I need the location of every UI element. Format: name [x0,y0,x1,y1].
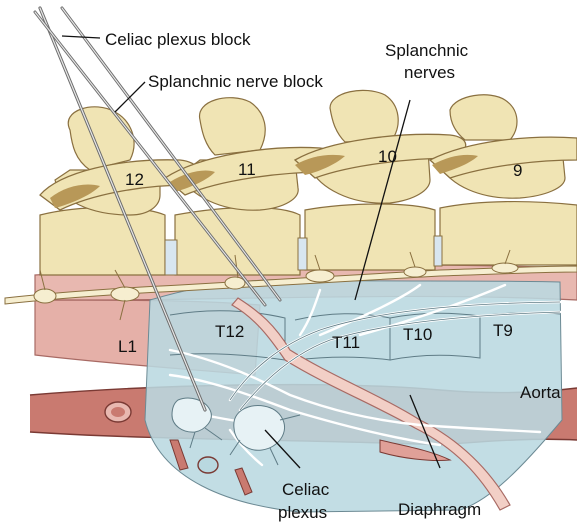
splanchnic-nerve-block-label: Splanchnic nerve block [148,72,323,91]
celiac-plexus-block-label: Celiac plexus block [105,30,251,49]
splanchnic-nerves-label-line2: nerves [404,63,455,82]
rib-11-label: 11 [238,160,256,179]
rib-12-label: 12 [125,170,144,189]
t10-label: T10 [403,325,432,344]
celiac-plexus-label-line1: Celiac [282,480,330,499]
t9-label: T9 [493,321,513,340]
rib-10-label: 10 [378,147,397,166]
vertebral-column [40,90,577,275]
t11-label: T11 [332,333,360,352]
celiac-plexus-label-line2: plexus [278,503,327,522]
splanchnic-nerves-label-line1: Splanchnic [385,41,469,60]
rib-9-label: 9 [513,161,522,180]
diaphragm-label: Diaphragm [398,500,481,519]
aorta-label: Aorta [520,383,561,402]
l1-label: L1 [118,337,137,356]
t12-label: T12 [215,322,244,341]
